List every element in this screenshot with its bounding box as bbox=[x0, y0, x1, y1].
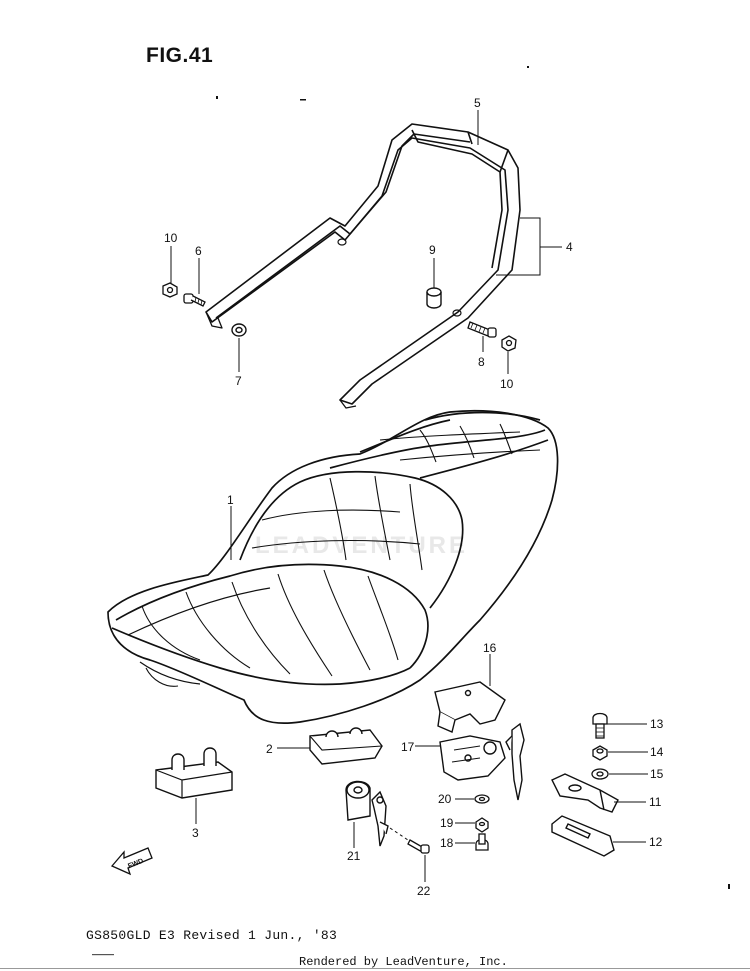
collar-part-9 bbox=[426, 287, 442, 309]
callout-19: 19 bbox=[440, 816, 454, 830]
callout-14: 14 bbox=[650, 745, 664, 759]
damper-part-3 bbox=[155, 747, 233, 799]
callout-13: 13 bbox=[650, 717, 664, 731]
callout-22: 22 bbox=[417, 884, 431, 898]
bolt-part-18 bbox=[475, 833, 489, 851]
callout-16: 16 bbox=[483, 641, 497, 655]
callout-8: 8 bbox=[478, 355, 485, 369]
bolt-part-8 bbox=[467, 321, 497, 338]
nut-part-19 bbox=[475, 817, 489, 833]
cap-nut-part-10-right bbox=[501, 335, 517, 352]
washer-part-15 bbox=[591, 768, 609, 780]
callout-7: 7 bbox=[235, 374, 242, 388]
callout-15: 15 bbox=[650, 767, 664, 781]
figure-title: FIG.41 bbox=[146, 44, 214, 67]
grab-rail bbox=[205, 123, 521, 409]
rendered-by-label: Rendered by LeadVenture, Inc. bbox=[299, 955, 508, 969]
washer-part-7 bbox=[231, 323, 247, 337]
nut-part-14 bbox=[592, 745, 608, 761]
cushion-part-2 bbox=[309, 727, 383, 765]
seat-part-1 bbox=[107, 409, 559, 724]
callout-21: 21 bbox=[347, 849, 361, 863]
callout-11: 11 bbox=[649, 795, 662, 809]
callout-5: 5 bbox=[474, 96, 481, 110]
callout-3: 3 bbox=[192, 826, 199, 840]
screw-part-22 bbox=[389, 827, 430, 854]
callout-12: 12 bbox=[649, 835, 663, 849]
callout-10-right: 10 bbox=[500, 377, 514, 391]
callout-1: 1 bbox=[227, 493, 234, 507]
footer-divider bbox=[0, 968, 750, 969]
callout-6: 6 bbox=[195, 244, 202, 258]
callout-2: 2 bbox=[266, 742, 273, 756]
model-revision-label: GS850GLD E3 Revised 1 Jun., '83 bbox=[86, 928, 338, 943]
scan-specks bbox=[92, 66, 730, 956]
bracket-part-16 bbox=[434, 681, 506, 733]
cap-nut-part-10-left bbox=[162, 282, 178, 298]
callout-17: 17 bbox=[401, 740, 415, 754]
callout-4: 4 bbox=[566, 240, 573, 254]
washer-part-20 bbox=[474, 794, 490, 804]
plate-part-12 bbox=[551, 815, 615, 857]
callout-9: 9 bbox=[429, 243, 436, 257]
fwd-arrow-icon: FWD bbox=[110, 847, 153, 876]
watermark: LEADVENTURE bbox=[255, 532, 468, 559]
bolt-part-13 bbox=[592, 712, 608, 739]
latch-bracket-part-11 bbox=[551, 773, 619, 813]
callout-labels: 5 4 9 10 6 7 8 10 1 2 3 16 17 13 14 15 1… bbox=[164, 96, 664, 898]
callout-20: 20 bbox=[438, 792, 452, 806]
callout-10-left: 10 bbox=[164, 231, 178, 245]
leader-lines bbox=[170, 110, 648, 882]
seat-lock-part-17 bbox=[439, 722, 525, 801]
key-lock-part-21 bbox=[345, 780, 389, 847]
bolt-part-6 bbox=[183, 293, 206, 307]
callout-18: 18 bbox=[440, 836, 454, 850]
